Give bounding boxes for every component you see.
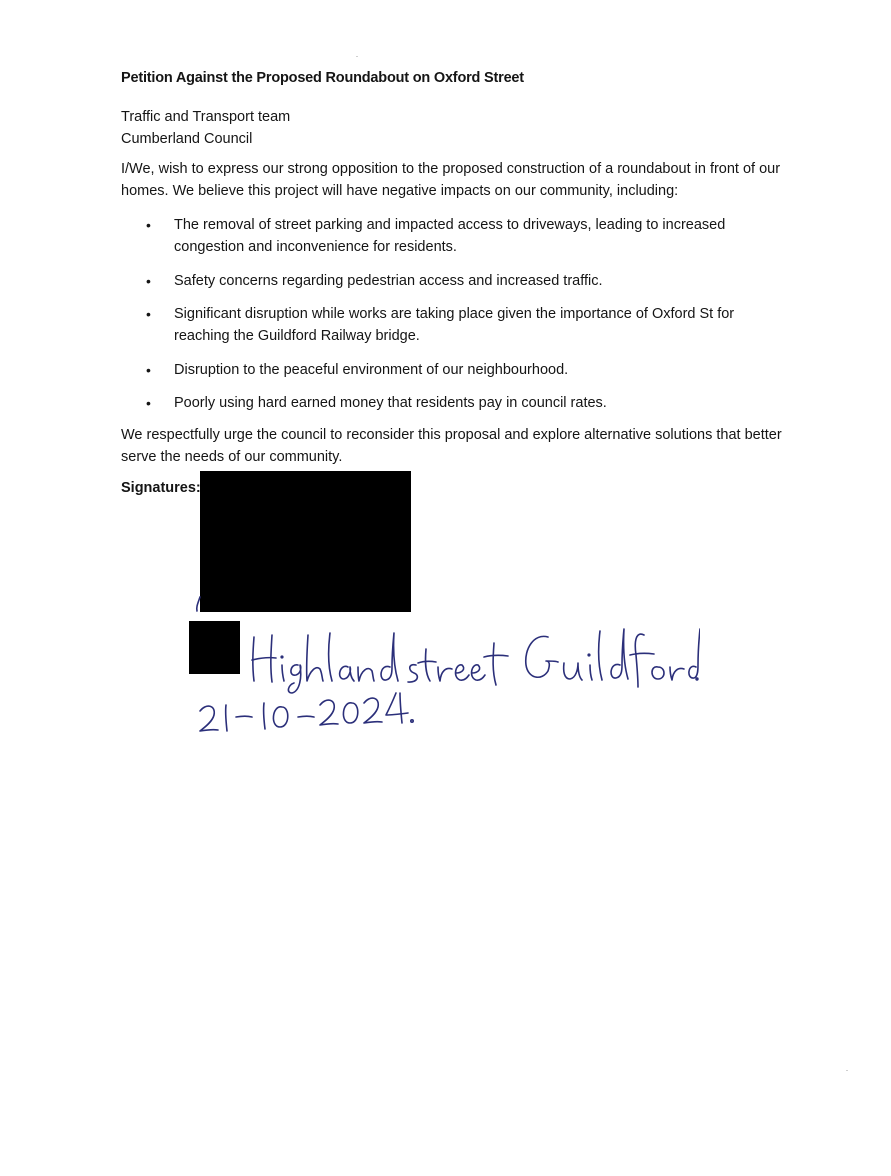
addressee-team: Traffic and Transport team: [121, 109, 291, 125]
scan-speck: [846, 1070, 848, 1071]
bullet-icon: •: [146, 362, 151, 378]
ink-mark: [195, 596, 201, 612]
addressee-council: Cumberland Council: [121, 131, 253, 147]
handwritten-address: [251, 628, 700, 694]
bullet-icon: •: [146, 217, 151, 233]
concern-text: Disruption to the peaceful environment o…: [174, 362, 569, 378]
bullet-icon: •: [146, 306, 151, 322]
signatures-label: Signatures:: [121, 480, 201, 496]
addressee-block: Traffic and Transport team Cumberland Co…: [121, 106, 290, 150]
handwritten-signature-block: [195, 596, 700, 732]
signature-redaction: [200, 471, 411, 612]
scan-speck: [356, 56, 358, 57]
bullet-icon: •: [146, 273, 151, 289]
bullet-icon: •: [146, 395, 151, 411]
closing-paragraph: We respectfully urge the council to reco…: [121, 427, 782, 465]
petition-title: Petition Against the Proposed Roundabout…: [121, 70, 524, 86]
house-number-redaction: [189, 621, 240, 674]
concern-text: Safety concerns regarding pedestrian acc…: [174, 273, 603, 289]
concern-text: Poorly using hard earned money that resi…: [174, 395, 607, 411]
concern-text: Significant disruption while works are t…: [174, 306, 735, 344]
handwritten-date: [199, 692, 415, 732]
intro-paragraph: I/We, wish to express our strong opposit…: [121, 161, 781, 199]
concern-text: The removal of street parking and impact…: [174, 217, 726, 255]
